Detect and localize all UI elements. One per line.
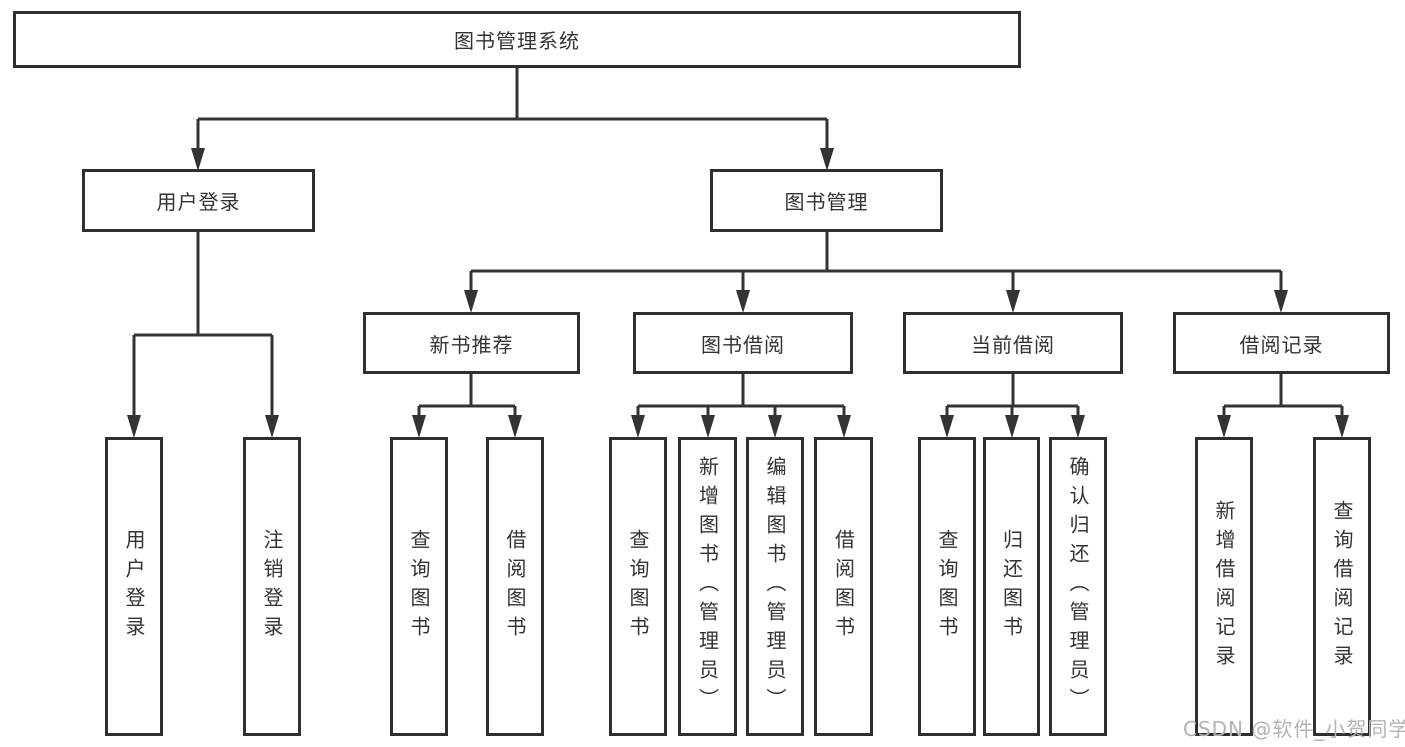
arrowhead-icon [701, 415, 715, 438]
node-label: 当前借阅 [971, 332, 1055, 357]
arrowhead-icon [1335, 415, 1349, 438]
arrowhead-icon [1005, 415, 1019, 438]
node-label: 借阅图书 [831, 528, 856, 645]
arrowhead-icon [412, 415, 426, 438]
node-label: 图书管理 [784, 190, 869, 214]
connector-book-borrow-to-leaves [636, 374, 846, 431]
arrowhead-icon [736, 290, 750, 313]
node-borrow-records: 借阅记录 [1173, 312, 1390, 374]
connector-user-login-to-leaves [132, 232, 274, 431]
node-label: 归还图书 [999, 528, 1024, 645]
arrowhead-icon [1006, 290, 1020, 313]
arrowhead-icon [768, 415, 782, 438]
leaf-add-book-admin: 新增图书（管理员） [678, 437, 737, 736]
leaf-confirm-return-admin: 确认归还（管理员） [1049, 437, 1107, 736]
node-label: 借阅图书 [503, 528, 527, 645]
arrowhead-icon [464, 290, 478, 313]
node-label: 编辑图书（管理员） [763, 456, 787, 717]
leaf-query-books-recommend: 查询图书 [390, 437, 448, 736]
connector-new-book-to-leaves [417, 374, 517, 431]
node-label: 查询借阅记录 [1330, 499, 1354, 674]
leaf-user-login: 用户登录 [105, 437, 163, 736]
arrowhead-icon [1071, 415, 1085, 438]
node-label: 图书借阅 [701, 332, 785, 357]
node-book-borrow: 图书借阅 [633, 312, 853, 374]
leaf-edit-book-admin: 编辑图书（管理员） [746, 437, 804, 736]
arrowhead-icon [127, 415, 141, 438]
node-current-borrow: 当前借阅 [903, 312, 1123, 374]
node-label: 注销登录 [260, 528, 284, 645]
leaf-add-borrow-record: 新增借阅记录 [1195, 437, 1253, 736]
node-label: 新增图书（管理员） [695, 456, 720, 717]
arrowhead-icon [631, 415, 645, 438]
node-label: 图书管理系统 [454, 29, 580, 53]
connector-root-to-level2 [196, 68, 829, 165]
node-book-management: 图书管理 [710, 169, 943, 232]
arrowhead-icon [820, 148, 834, 171]
node-new-book-recommend: 新书推荐 [363, 312, 580, 374]
node-label: 查询图书 [935, 528, 959, 645]
leaf-query-books-borrow: 查询图书 [609, 437, 667, 736]
node-root-system: 图书管理系统 [13, 11, 1021, 68]
node-label: 确认归还（管理员） [1066, 456, 1090, 717]
node-label: 查询图书 [407, 528, 431, 645]
watermark: CSDN @软件_小贺同学 [1183, 717, 1405, 741]
leaf-logout: 注销登录 [243, 437, 301, 736]
leaf-query-borrow-record: 查询借阅记录 [1313, 437, 1371, 736]
arrowheads [127, 148, 1349, 438]
arrowhead-icon [837, 415, 851, 438]
arrowhead-icon [1274, 290, 1288, 313]
leaf-borrow-books-borrow: 借阅图书 [814, 437, 873, 736]
node-label: 用户登录 [122, 528, 146, 645]
connector-borrow-record-to-leaves [1222, 374, 1344, 431]
node-user-login: 用户登录 [82, 169, 315, 232]
arrowhead-icon [940, 415, 954, 438]
leaf-query-books-current: 查询图书 [918, 437, 976, 736]
node-label: 借阅记录 [1239, 332, 1324, 357]
leaf-return-books: 归还图书 [983, 437, 1040, 736]
arrowhead-icon [508, 415, 522, 438]
arrowhead-icon [265, 415, 279, 438]
node-label: 新增借阅记录 [1212, 499, 1236, 674]
arrowhead-icon [191, 148, 205, 171]
arrowhead-icon [1217, 415, 1231, 438]
leaf-borrow-books-recommend: 借阅图书 [486, 437, 544, 736]
node-label: 用户登录 [156, 190, 241, 214]
node-label: 查询图书 [626, 528, 650, 645]
connector-book-management-to-level3 [469, 232, 1283, 307]
node-label: 新书推荐 [429, 332, 514, 357]
